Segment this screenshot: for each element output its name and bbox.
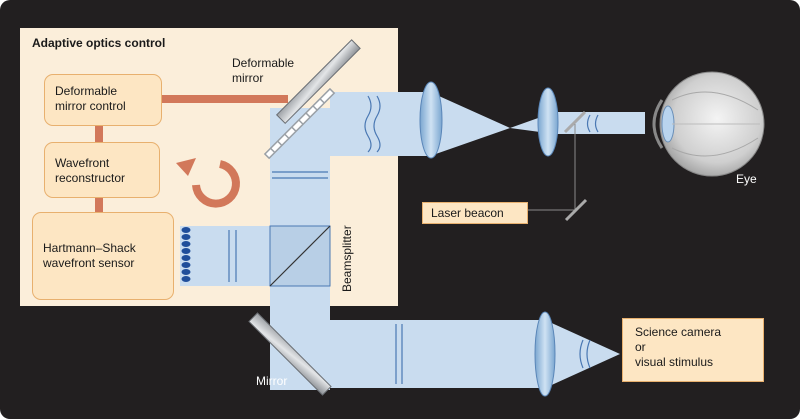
connector-upper xyxy=(95,126,103,142)
laser-beacon-box: Laser beacon xyxy=(422,202,528,224)
beam-eye-path xyxy=(330,92,645,156)
science-camera-box: Science camera or visual stimulus xyxy=(622,318,764,382)
feedback-loop-arrow xyxy=(176,158,240,208)
eye-illustration xyxy=(652,71,765,177)
dm-control-box: Deformable mirror control xyxy=(44,74,162,126)
reconstructor-box: Wavefront reconstructor xyxy=(44,142,160,198)
beamsplitter-cube xyxy=(269,225,331,287)
eye-label: Eye xyxy=(736,172,757,186)
wavefront-marks xyxy=(228,95,599,384)
deformable-mirror-label: Deformable mirror xyxy=(232,56,295,85)
light-beams xyxy=(180,92,645,390)
mirror-label: Mirror xyxy=(256,374,288,388)
camera-lens xyxy=(534,311,556,397)
connector-dm xyxy=(160,95,288,103)
lenslet-array xyxy=(181,227,191,282)
panel-title: Adaptive optics control xyxy=(32,36,166,50)
lenses xyxy=(419,81,559,397)
laser-beacon-optics xyxy=(528,110,588,222)
deformable-mirror xyxy=(263,39,361,160)
control-connectors xyxy=(95,95,288,212)
connector-lower xyxy=(95,198,103,212)
beamsplitter-label: Beamsplitter xyxy=(340,225,354,292)
beam-sensor xyxy=(180,226,272,286)
relay-lens-2 xyxy=(537,87,559,157)
beam-camera xyxy=(270,320,620,388)
relay-lens-1 xyxy=(419,81,443,159)
sensor-box: Hartmann–Shack wavefront sensor xyxy=(32,212,174,300)
fold-mirror xyxy=(248,312,332,396)
